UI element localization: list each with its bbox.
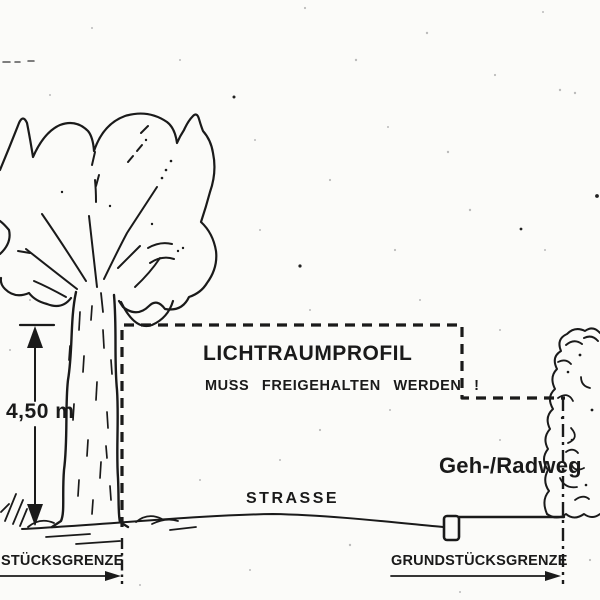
boundary-dimension-left	[0, 571, 121, 581]
shrub-sketch	[543, 327, 600, 519]
height-dimension	[18, 323, 56, 526]
arrowhead-right	[105, 571, 121, 581]
property-boundary-left-label: STÜCKSGRENZE	[1, 553, 124, 569]
road-label: STRASSE	[246, 490, 340, 507]
arrowhead-down	[27, 504, 43, 526]
boundary-dimension-right	[390, 571, 561, 581]
property-boundary-right-label: GRUNDSTÜCKSGRENZE	[391, 553, 568, 569]
tree-trunk-sketch	[50, 290, 130, 529]
clearance-warning-label: MUSS FREIGEHALTEN WERDEN !	[205, 378, 480, 394]
height-dimension-label: 4,50 m	[6, 400, 75, 423]
arrowhead-right	[545, 571, 561, 581]
clearance-profile-outline	[120, 323, 565, 527]
photocopy-noise	[2, 6, 599, 593]
tree-crown-sketch	[0, 112, 218, 328]
road-surface-line	[21, 513, 444, 530]
curb-stone	[442, 514, 461, 542]
footpath-label: Geh-/Radweg	[439, 453, 582, 478]
arrowhead-up	[27, 326, 43, 348]
clearance-title-label: LICHTRAUMPROFIL	[203, 342, 413, 365]
